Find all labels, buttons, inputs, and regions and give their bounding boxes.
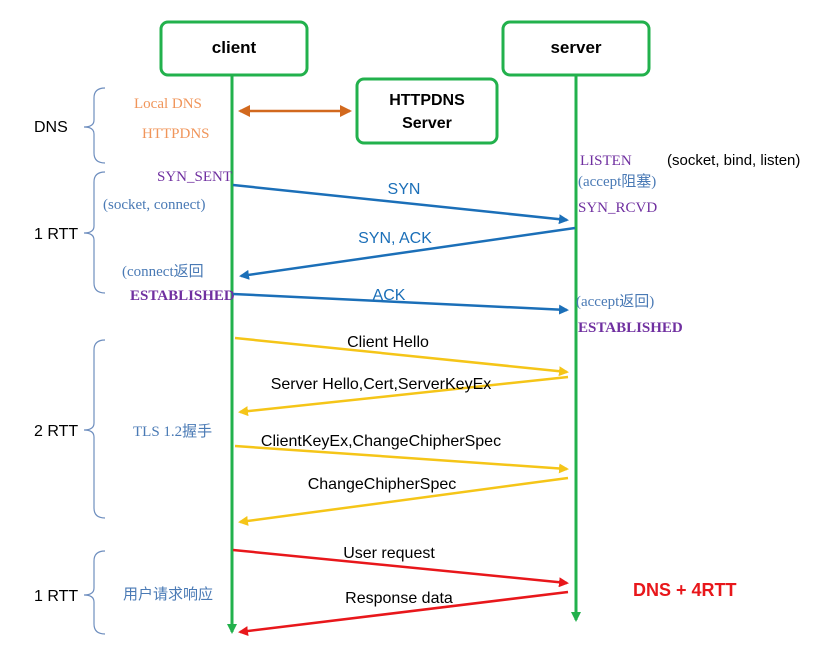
- syn-arrow: [232, 183, 569, 225]
- phase-label-rtt1: 1 RTT: [34, 226, 78, 243]
- phase-label-dns: DNS: [34, 119, 68, 136]
- note-established-server: ESTABLISHED: [578, 320, 683, 336]
- response-data-label: Response data: [345, 590, 453, 607]
- syn-ack-label: SYN, ACK: [358, 230, 432, 247]
- note-listen: LISTEN: [580, 153, 632, 169]
- ack-arrow: [232, 292, 569, 315]
- client-key-exchange-arrow: [234, 444, 569, 474]
- httpdns-server-label-line1: HTTPDNS: [389, 92, 465, 109]
- rtt1-phase-bracket: [83, 171, 106, 294]
- user-request-arrow: [232, 548, 569, 588]
- change-cipher-spec-arrow: [238, 476, 569, 526]
- server-label: server: [550, 38, 601, 57]
- client-key-exchange-label: ClientKeyEx,ChangeChipherSpec: [261, 433, 501, 450]
- note-httpdns: HTTPDNS: [142, 126, 210, 142]
- phase-label-rtt3: 1 RTT: [34, 588, 78, 605]
- rtt3-phase-bracket: [83, 550, 106, 635]
- syn-label: SYN: [388, 181, 421, 198]
- client-actor: client: [159, 20, 309, 77]
- ack-label: ACK: [373, 287, 406, 304]
- phase-label-rtt2: 2 RTT: [34, 423, 78, 440]
- note-accept-block: (accept阻塞): [578, 172, 656, 190]
- note-accept-return: (accept返回): [576, 293, 654, 310]
- note-connect-return: (connect返回: [122, 263, 204, 280]
- client-hello-arrow: [234, 336, 569, 377]
- note-listen-calls: (socket, bind, listen): [667, 152, 800, 169]
- response-data-arrow: [238, 590, 569, 636]
- dns-phase-bracket: [83, 87, 106, 164]
- server-hello-arrow: [238, 375, 569, 417]
- note-established-client: ESTABLISHED: [130, 288, 235, 304]
- httpdns-server-label-line2: Server: [402, 115, 452, 132]
- client-hello-label: Client Hello: [347, 334, 429, 351]
- total-cost-label: DNS + 4RTT: [633, 580, 737, 600]
- note-socket-connect: (socket, connect): [103, 197, 205, 213]
- server-actor: server: [501, 20, 651, 77]
- httpdns-server-actor: HTTPDNS Server: [355, 77, 499, 145]
- note-user-request-response: 用户请求响应: [123, 585, 213, 603]
- note-local-dns: Local DNS: [134, 96, 202, 112]
- note-syn-sent: SYN_SENT: [157, 169, 232, 185]
- rtt2-phase-bracket: [83, 339, 106, 519]
- note-syn-rcvd: SYN_RCVD: [578, 200, 657, 216]
- user-request-label: User request: [343, 545, 435, 562]
- server-hello-label: Server Hello,Cert,ServerKeyEx: [271, 376, 492, 393]
- syn-ack-arrow: [239, 226, 576, 280]
- client-label: client: [212, 38, 257, 57]
- note-tls-handshake: TLS 1.2握手: [133, 423, 212, 440]
- client-box: [159, 20, 309, 77]
- httpdns-server-box: [355, 77, 499, 145]
- change-cipher-spec-label: ChangeChipherSpec: [308, 476, 457, 493]
